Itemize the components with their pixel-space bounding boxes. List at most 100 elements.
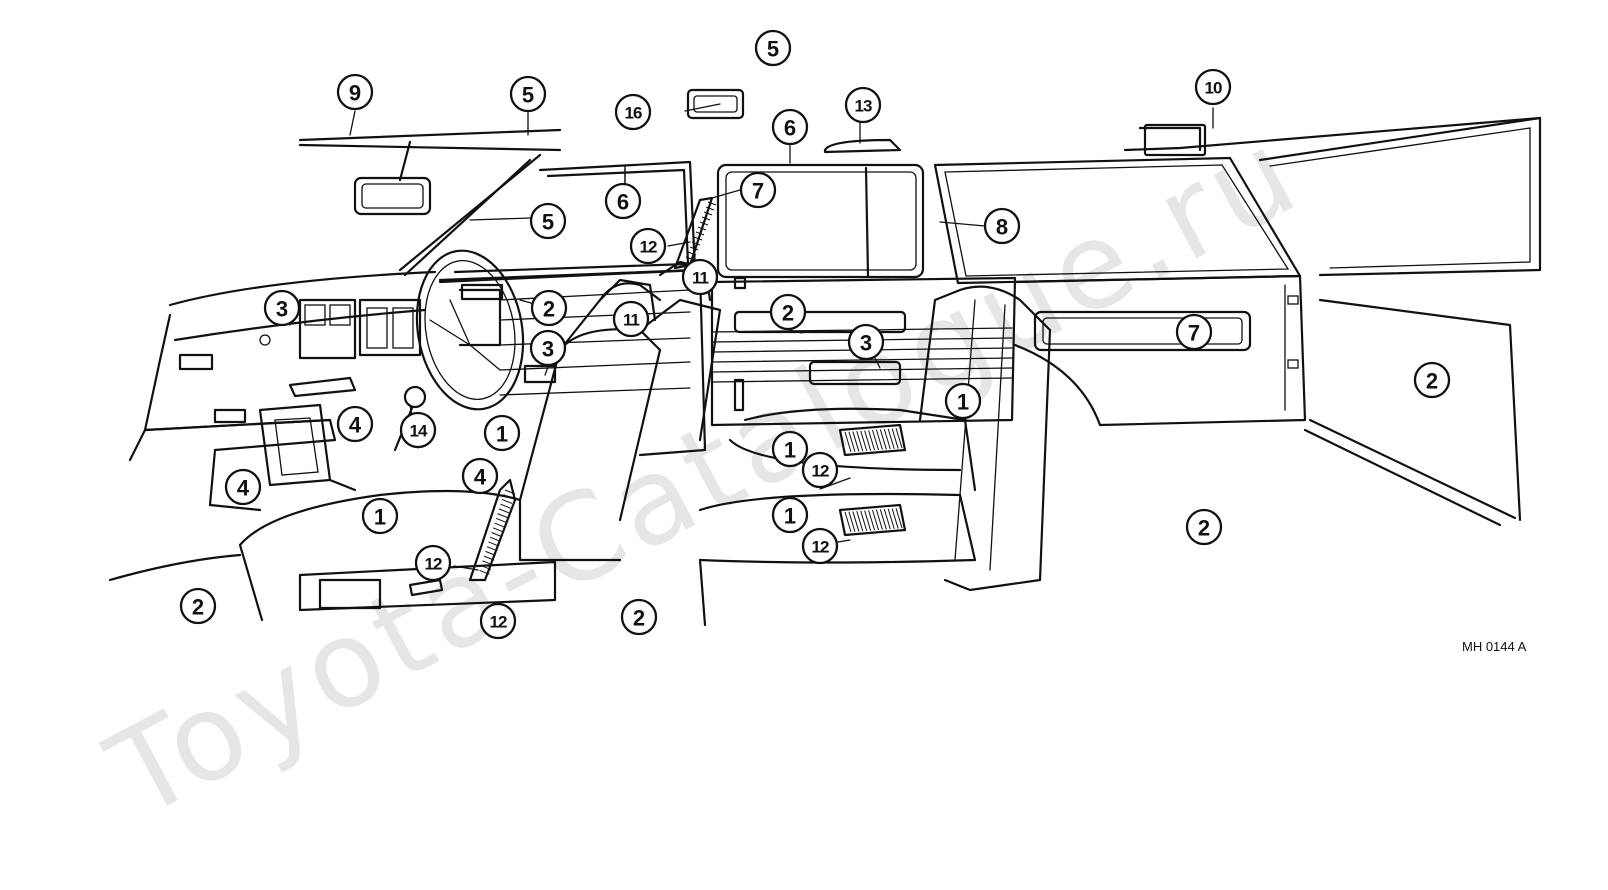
callout-circle bbox=[614, 93, 652, 131]
callout-circle bbox=[361, 497, 399, 535]
callout-circle bbox=[336, 73, 374, 111]
callout-16: 16 bbox=[614, 93, 652, 131]
callout-number: 12 bbox=[812, 538, 829, 557]
callout-12c: 12 bbox=[414, 544, 452, 582]
belt-hatch-line bbox=[488, 541, 499, 547]
callout-circle bbox=[529, 202, 567, 240]
callout-12a: 12 bbox=[629, 227, 667, 265]
belt-hatch-line bbox=[501, 498, 513, 504]
callout-1a: 1 bbox=[944, 382, 982, 420]
callout-number: 9 bbox=[349, 81, 361, 106]
belt-hatch-line bbox=[879, 429, 887, 450]
belt-hatch-line bbox=[864, 510, 872, 531]
belt-hatch-line bbox=[856, 510, 864, 532]
rear-door-window bbox=[716, 163, 925, 279]
callout-2a: 2 bbox=[530, 289, 568, 327]
belt-hatch-line bbox=[891, 508, 899, 529]
callout-6a: 6 bbox=[604, 182, 642, 220]
callout-11a: 11 bbox=[681, 258, 719, 296]
callout-3b: 3 bbox=[529, 329, 567, 367]
callout-number: 5 bbox=[522, 83, 534, 108]
rear-view-mirror bbox=[353, 140, 432, 216]
callout-4b: 4 bbox=[461, 457, 499, 495]
belt-hatch-line bbox=[494, 522, 505, 528]
belt-hatch-line bbox=[891, 428, 899, 449]
callout-circle bbox=[529, 329, 567, 367]
callout-2d: 2 bbox=[1185, 508, 1223, 546]
belt-hatch-line bbox=[848, 431, 856, 452]
callout-number: 4 bbox=[474, 465, 487, 490]
belt-hatch-line bbox=[687, 251, 697, 256]
callout-circle bbox=[414, 544, 452, 582]
callout-number: 5 bbox=[767, 37, 779, 62]
callout-number: 12 bbox=[425, 555, 442, 574]
belt-hatch-line bbox=[844, 511, 852, 533]
callout-circle bbox=[771, 496, 809, 534]
callout-number: 6 bbox=[784, 116, 796, 141]
belt-hatch-line bbox=[479, 569, 490, 575]
belt-hatch-line bbox=[875, 429, 883, 450]
belt-hatch-line bbox=[503, 494, 514, 500]
belt-hatch-line bbox=[844, 431, 852, 453]
belt-hatch-line bbox=[875, 509, 883, 530]
callout-circle bbox=[336, 405, 374, 443]
callout-number: 11 bbox=[692, 269, 709, 288]
windshield bbox=[398, 153, 542, 277]
front-door-window bbox=[438, 160, 697, 282]
callout-1d: 1 bbox=[361, 497, 399, 535]
callout-circle bbox=[1413, 361, 1451, 399]
belt-hatch-line bbox=[693, 236, 703, 241]
belt-hatch-line bbox=[699, 221, 709, 226]
callout-number: 3 bbox=[860, 331, 872, 356]
belt-hatch-line bbox=[887, 508, 895, 530]
belt-hatch-line bbox=[485, 550, 496, 556]
belt-hatch-line bbox=[868, 430, 876, 451]
belt-hatch-line bbox=[491, 532, 502, 537]
belt-hatch-line bbox=[868, 510, 876, 531]
belt-hatch-line bbox=[697, 226, 707, 231]
callout-circle bbox=[224, 468, 262, 506]
belt-hatch-line bbox=[872, 429, 879, 451]
belt-hatch-line bbox=[701, 216, 711, 221]
callout-number: 2 bbox=[192, 595, 204, 620]
belt-hatch-line bbox=[689, 246, 699, 251]
belt-hatch-line bbox=[504, 489, 516, 495]
belt-hatch-line bbox=[497, 513, 508, 519]
callout-1b: 1 bbox=[483, 414, 521, 452]
rear-seat bbox=[698, 285, 1052, 627]
callout-number: 8 bbox=[996, 215, 1008, 240]
belt-hatch-line bbox=[879, 509, 887, 530]
belt-hatch-line bbox=[883, 428, 891, 450]
callout-4a: 4 bbox=[336, 405, 374, 443]
quarter-trim-panel bbox=[1013, 274, 1307, 427]
instrument-panel bbox=[143, 270, 437, 432]
roof-outline bbox=[298, 116, 1542, 152]
callout-6b: 6 bbox=[771, 108, 809, 146]
belt-hatch-line bbox=[482, 560, 493, 566]
callout-circle bbox=[461, 457, 499, 495]
watermark: Toyota-Catalogue.ru bbox=[87, 102, 1321, 846]
back-window bbox=[1258, 116, 1542, 277]
callout-5b: 5 bbox=[754, 29, 792, 67]
callout-7a: 7 bbox=[739, 171, 777, 209]
belt-hatch-line bbox=[489, 536, 501, 542]
belt-hatch-line bbox=[685, 256, 695, 261]
callout-circle bbox=[983, 207, 1021, 245]
callout-circle bbox=[1175, 313, 1213, 351]
callout-circle bbox=[739, 171, 777, 209]
callout-number: 3 bbox=[276, 297, 288, 322]
callout-circle bbox=[769, 293, 807, 331]
steering-wheel bbox=[415, 249, 525, 411]
callout-number: 4 bbox=[237, 476, 250, 501]
callout-3a: 3 bbox=[263, 289, 301, 327]
cargo-area bbox=[1303, 298, 1522, 527]
belt-hatch-line bbox=[848, 511, 856, 532]
callout-circle bbox=[754, 29, 792, 67]
callout-13: 13 bbox=[844, 86, 882, 124]
callout-circle bbox=[847, 323, 885, 361]
belt-hatch-line bbox=[707, 201, 717, 206]
callout-circle bbox=[479, 602, 517, 640]
callout-number: 11 bbox=[623, 311, 640, 330]
belt-hatch-line bbox=[480, 565, 492, 571]
callout-circle bbox=[530, 289, 568, 327]
